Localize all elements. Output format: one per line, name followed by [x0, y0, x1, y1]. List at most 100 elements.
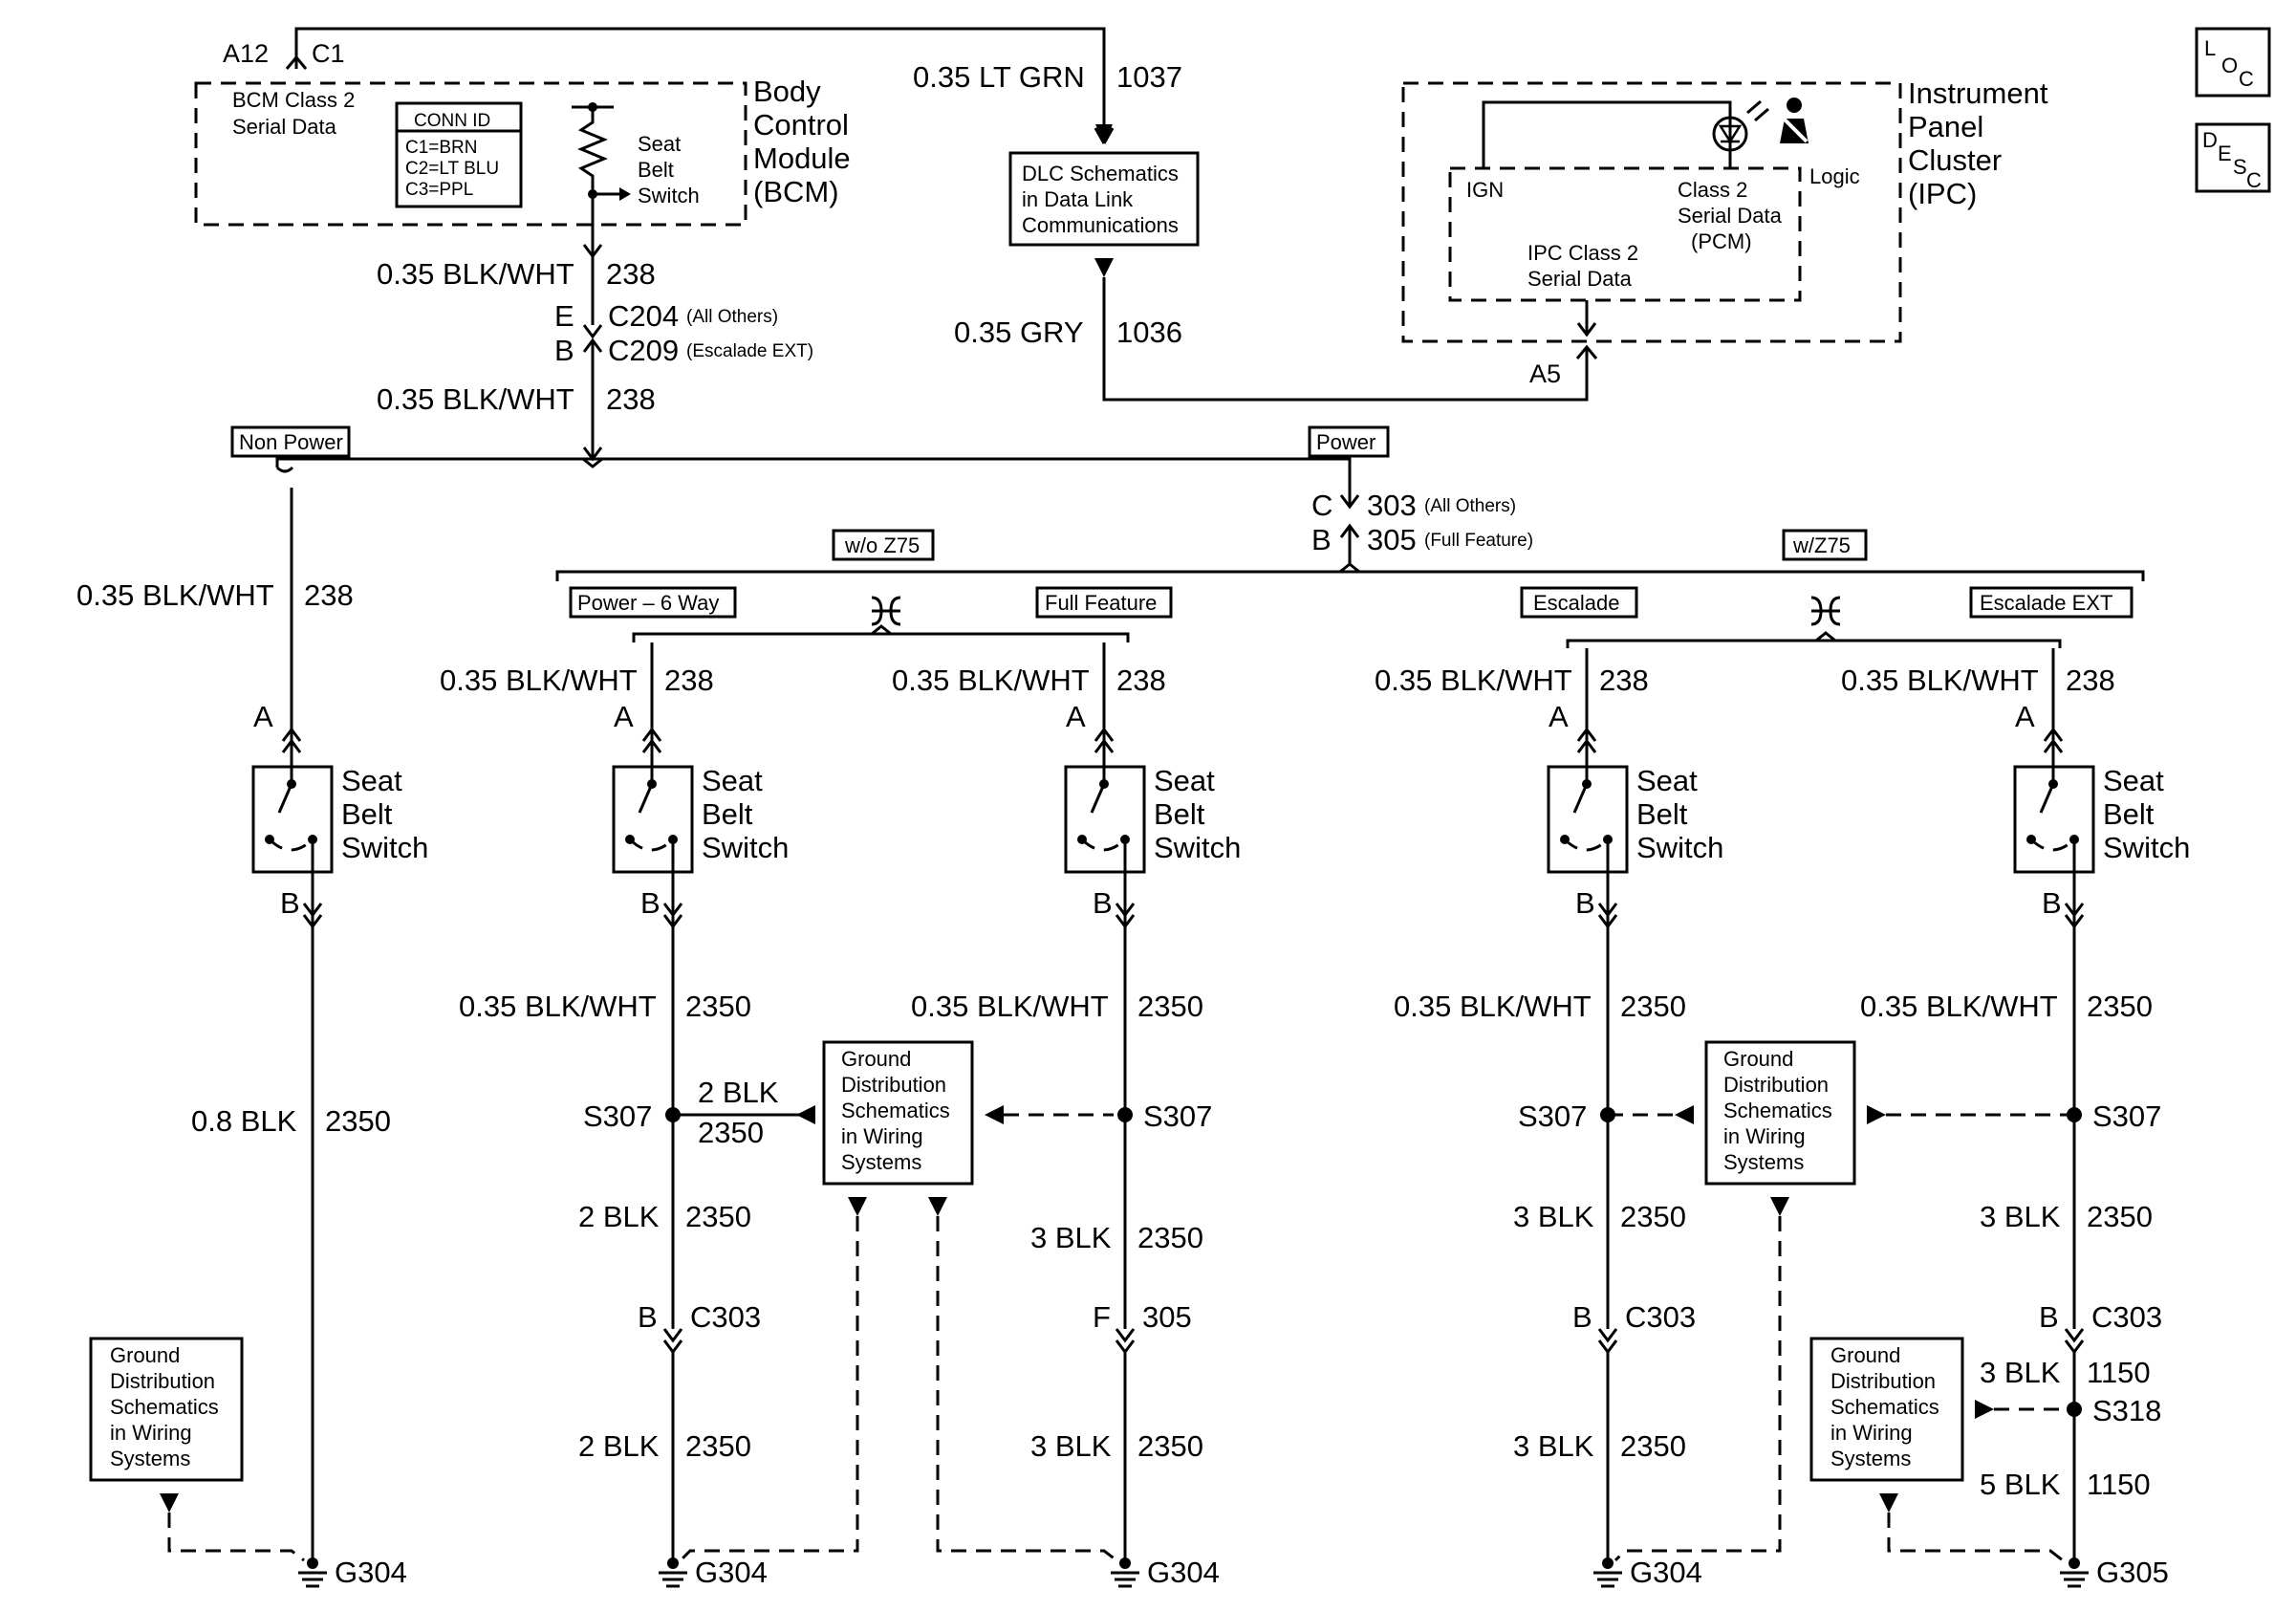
svg-text:A: A — [1549, 700, 1569, 733]
tag-full-feature — [1035, 586, 1173, 619]
col5-top-gauge: 0.35 BLK/WHT — [1841, 664, 2039, 697]
conn-id-box — [395, 101, 523, 208]
ground-box-right[interactable]: Ground Distribution Schematics in Wiring… — [1809, 1337, 2065, 1562]
svg-text:Schematics: Schematics — [1830, 1395, 1939, 1419]
dlc-line-2: in Data Link — [1022, 187, 1134, 211]
col4-top-circuit: 238 — [1599, 664, 1649, 697]
loc-icon[interactable]: L O C — [2195, 27, 2271, 98]
col5-w2-gauge: 3 BLK — [1980, 1200, 2061, 1233]
col3-ground-symbol — [1111, 1571, 1139, 1588]
col2-ground: G304 — [695, 1556, 768, 1589]
col2-splice-label: S307 — [583, 1099, 652, 1133]
conn-305: 305 — [1367, 523, 1417, 556]
trunk-upper-gauge: 0.35 BLK/WHT — [377, 257, 574, 291]
svg-text:Ground: Ground — [1830, 1343, 1900, 1367]
svg-text:Ground: Ground — [841, 1047, 911, 1071]
col1-pin-a: A — [253, 700, 273, 733]
svg-text:Switch: Switch — [341, 831, 428, 864]
svg-text:Full Feature: Full Feature — [1045, 591, 1157, 615]
svg-text:B: B — [1575, 886, 1595, 920]
col4-conn: C303 — [1625, 1300, 1696, 1334]
col4-w3-circuit: 2350 — [1620, 1429, 1686, 1463]
col2-top-gauge: 0.35 BLK/WHT — [440, 664, 638, 697]
ipc-title-2: Panel — [1908, 110, 1983, 143]
ipc-logic: Logic — [1809, 164, 1860, 188]
col3-top-gauge: 0.35 BLK/WHT — [892, 664, 1090, 697]
indicator-lamp — [1712, 116, 1748, 152]
conn-305-note: (Full Feature) — [1424, 531, 1533, 551]
col3-w1-circuit: 2350 — [1137, 990, 1203, 1023]
col1-ground: G304 — [335, 1556, 407, 1589]
svg-text:C: C — [2246, 168, 2262, 192]
bcm-title-3: Module — [753, 142, 851, 175]
dlc-box — [1008, 151, 1200, 247]
svg-text:in Wiring: in Wiring — [1723, 1124, 1806, 1148]
ipc-section: IGN Logic Class 2 Serial Data (PCM) IPC … — [1401, 76, 2048, 388]
col4-ground-symbol — [1593, 1571, 1622, 1588]
col2-w3-circuit: 2350 — [685, 1429, 751, 1463]
svg-text:Power – 6 Way: Power – 6 Way — [577, 591, 719, 615]
col3-w3-circuit: 2350 — [1137, 1429, 1203, 1463]
svg-text:Switch: Switch — [1154, 831, 1241, 864]
trunk-lower-gauge: 0.35 BLK/WHT — [377, 382, 574, 416]
svg-text:Schematics: Schematics — [841, 1099, 950, 1122]
col2-w3-gauge: 2 BLK — [578, 1429, 660, 1463]
col2-w2-gauge: 2 BLK — [578, 1200, 660, 1233]
dlc-section: 0.35 LT GRN 1037 DLC Schematics in Data … — [913, 57, 1589, 402]
svg-text:Distribution: Distribution — [110, 1369, 215, 1393]
col3-conn-pin: F — [1093, 1300, 1111, 1334]
svg-text:Distribution: Distribution — [1723, 1073, 1829, 1097]
svg-text:C: C — [2239, 67, 2254, 91]
svg-text:w/o Z75: w/o Z75 — [844, 533, 920, 557]
col5-ground: G305 — [2096, 1556, 2169, 1589]
tag-w-z75 — [1782, 529, 1868, 561]
svg-text:S: S — [2233, 155, 2247, 179]
col4-w2-gauge: 3 BLK — [1513, 1200, 1594, 1233]
svg-text:Systems: Systems — [1723, 1150, 1804, 1174]
col1-top-circuit: 238 — [304, 578, 354, 612]
svg-text:B: B — [640, 886, 661, 920]
svg-text:in Wiring: in Wiring — [110, 1421, 192, 1445]
bcm-resistor — [577, 107, 608, 225]
col5-splice — [2067, 1107, 2082, 1122]
svg-text:Ground: Ground — [110, 1343, 180, 1367]
col3-top-circuit: 238 — [1116, 664, 1166, 697]
bcm-switch-2: Belt — [638, 158, 674, 182]
svg-text:w/Z75: w/Z75 — [1792, 533, 1851, 557]
svg-text:Schematics: Schematics — [110, 1395, 219, 1419]
svg-text:B: B — [2042, 886, 2062, 920]
ground-box-center-left[interactable]: Ground Distribution Schematics in Wiring… — [679, 1040, 1117, 1562]
tag-non-power — [230, 425, 351, 458]
conn-c209-note: (Escalade EXT) — [686, 341, 813, 361]
conn-c1: C1 — [312, 39, 345, 68]
col4-w1-gauge: 0.35 BLK/WHT — [1394, 990, 1592, 1023]
col5-conn-pin: B — [2039, 1300, 2059, 1334]
col1-bottom-circuit: 2350 — [325, 1104, 391, 1138]
col2-top-circuit: 238 — [664, 664, 714, 697]
ipc-class2-3: (PCM) — [1691, 229, 1752, 253]
arrow-1037 — [1095, 124, 1113, 143]
trunk-238: 0.35 BLK/WHT 238 E B C204 (All Others) C… — [377, 225, 813, 462]
col3-splice — [1117, 1107, 1133, 1122]
column-4-escalade: 0.35 BLK/WHT 238 A Seat Belt Switch B 0.… — [1375, 648, 1723, 1589]
svg-text:A: A — [2015, 700, 2035, 733]
dlc-wire-top-circuit: 1037 — [1116, 60, 1182, 94]
col5-splice2-label: S318 — [2092, 1394, 2161, 1427]
svg-text:Seat: Seat — [1636, 764, 1698, 797]
ground-box-center-right[interactable]: Ground Distribution Schematics in Wiring… — [1614, 1040, 2076, 1562]
ipc-title-4: (IPC) — [1908, 177, 1977, 210]
svg-text:Systems: Systems — [110, 1447, 190, 1470]
col1-ground-box[interactable] — [89, 1337, 244, 1482]
col3-w2-circuit: 2350 — [1137, 1221, 1203, 1254]
col5-w1-circuit: 2350 — [2087, 990, 2153, 1023]
col3-conn: 305 — [1142, 1300, 1192, 1334]
col5-w4-gauge: 5 BLK — [1980, 1468, 2061, 1501]
col5-ground-symbol — [2060, 1571, 2089, 1588]
ipc-title-3: Cluster — [1908, 143, 2002, 177]
col2-w1-circuit: 2350 — [685, 990, 751, 1023]
col4-splice-label: S307 — [1518, 1099, 1587, 1133]
svg-text:O: O — [2221, 54, 2238, 77]
desc-icon[interactable]: D E S C — [2195, 122, 2271, 193]
col1-bottom-gauge: 0.8 BLK — [191, 1104, 297, 1138]
bcm-section: A12 C1 BCM Class 2 Serial Data CONN ID C… — [194, 27, 1115, 227]
